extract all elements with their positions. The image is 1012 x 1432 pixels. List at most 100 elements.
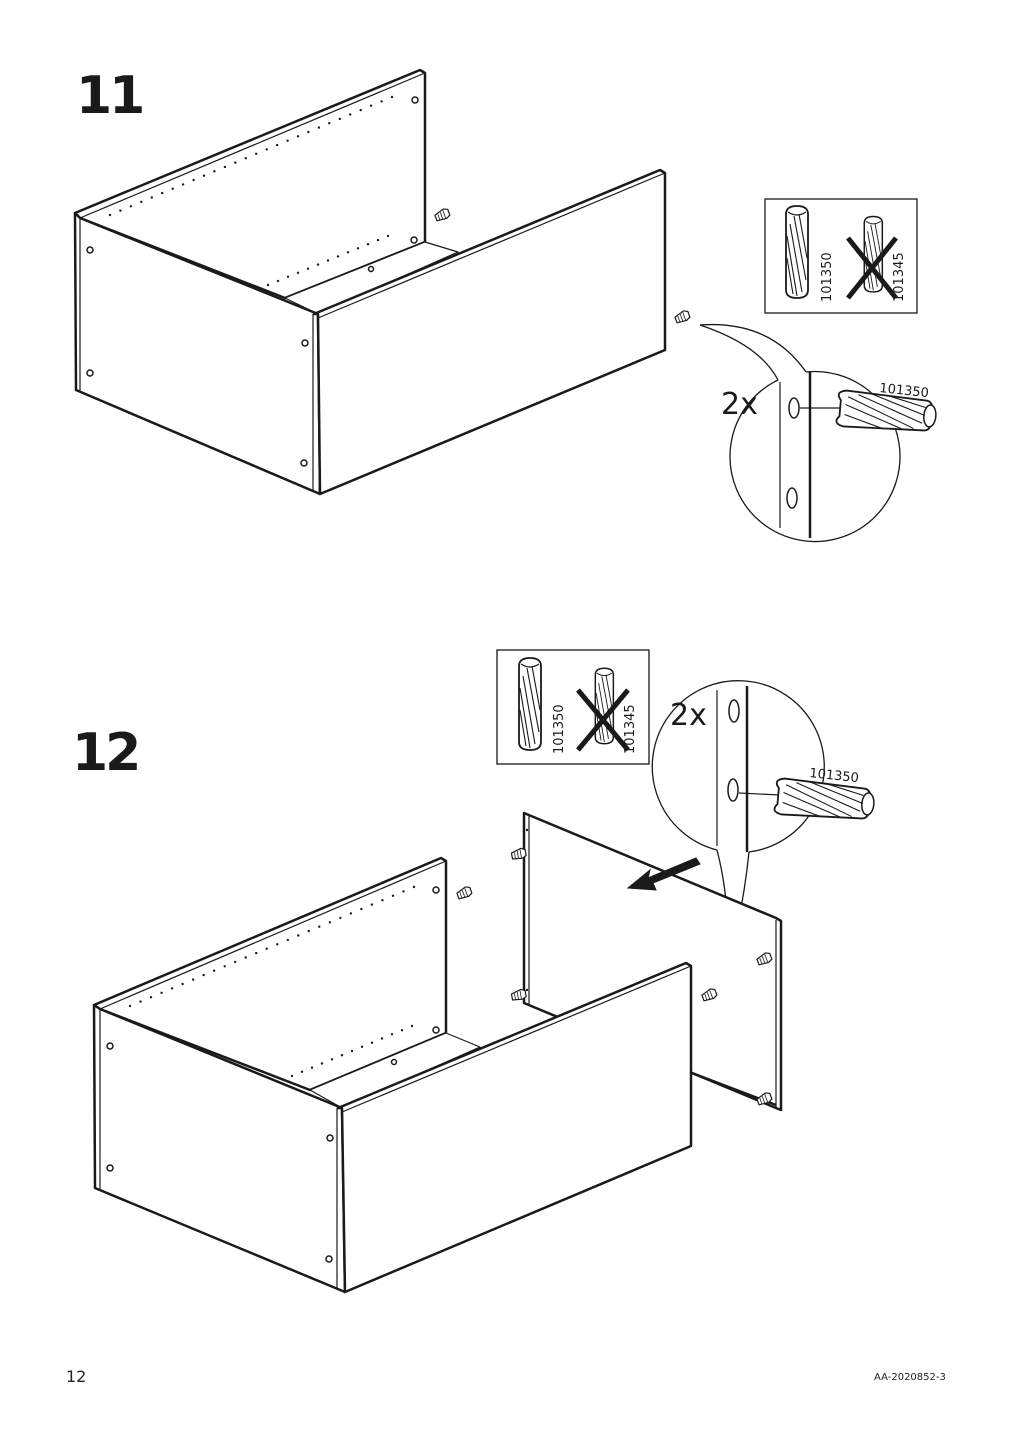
step-11-correct-part-label: 101350 (820, 252, 835, 302)
shelf-pin-hole (108, 213, 112, 217)
shelf-pin-hole (290, 1074, 294, 1078)
step-11-detail-part: 101350 (879, 381, 930, 401)
shelf-pin-hole (326, 259, 330, 262)
step-11-cabinet (73, 68, 667, 496)
shelf-pin-hole (300, 1070, 304, 1074)
shelf-pin-hole (330, 1058, 334, 1061)
shelf-pin-hole (266, 283, 270, 287)
step-12-cam-holes (106, 886, 440, 1263)
shelf-pin-hole (139, 1000, 142, 1003)
shelf-pin-hole (356, 247, 360, 250)
shelf-pin-hole (328, 921, 332, 924)
shelf-pin-hole (181, 183, 185, 186)
step-12-dowel-back (455, 884, 474, 901)
shelf-pin-hole (150, 196, 153, 199)
shelf-pin-hole (359, 108, 362, 112)
shelf-pin-hole (376, 238, 380, 242)
shelf-pin-hole (400, 1029, 404, 1032)
shelf-pin-hole (310, 1066, 314, 1069)
shelf-pin-hole (338, 117, 341, 121)
shelf-pin-hole (366, 243, 370, 246)
step-12-detail-dowel (773, 777, 877, 824)
shelf-pin-hole (360, 907, 363, 911)
shelf-pin-hole (223, 165, 227, 169)
shelf-pin-hole (265, 947, 268, 950)
shelf-pin-hole (286, 139, 289, 142)
step-11-wrong-part-label: 101345 (892, 252, 907, 302)
shelf-pin-hole (191, 978, 195, 981)
shelf-pin-hole (307, 130, 310, 134)
shelf-pin-hole (316, 263, 320, 266)
shelf-pin-hole (525, 988, 529, 992)
shelf-pin-hole (296, 271, 300, 274)
step-12-hole-row-top (128, 885, 416, 1008)
shelf-pin-hole (255, 951, 258, 955)
shelf-pin-hole (213, 170, 216, 173)
shelf-pin-hole (275, 143, 279, 147)
step-12-cabinet (92, 856, 693, 1294)
shelf-pin-hole (296, 135, 300, 138)
shelf-pin-hole (276, 279, 280, 283)
shelf-pin-hole (244, 956, 247, 959)
step-11-number: 11 (76, 66, 145, 126)
shelf-pin-hole (286, 938, 289, 942)
shelf-pin-hole (181, 982, 184, 986)
shelf-pin-hole (170, 987, 174, 990)
shelf-pin-hole (349, 113, 352, 116)
shelf-pin-hole (234, 161, 237, 164)
shelf-pin-hole (402, 890, 405, 893)
step-11-detail-callout (699, 323, 901, 543)
page-number: 12 (66, 1367, 87, 1386)
shelf-pin-hole (223, 965, 226, 968)
step-12-direction-arrow (626, 857, 701, 891)
step-12-detail-part: 101350 (809, 766, 860, 786)
shelf-pin-hole (129, 205, 133, 208)
step-11-hole-row-top (108, 95, 394, 217)
shelf-pin-hole (171, 187, 174, 190)
shelf-pin-hole (317, 126, 321, 129)
step-12-panel-holes (525, 828, 529, 992)
shelf-pin-hole (381, 899, 384, 902)
shelf-pin-hole (339, 916, 342, 920)
step-11-cam-holes (86, 96, 419, 467)
step-11-hole-row-bottom (266, 234, 390, 287)
shelf-pin-hole (160, 991, 163, 994)
step-12-dowel-box: 101350 101345 (496, 649, 650, 765)
shelf-pin-hole (244, 157, 247, 160)
step-12-correct-part-label: 101350 (552, 704, 567, 754)
shelf-pin-hole (265, 148, 268, 151)
shelf-pin-hole (525, 828, 529, 832)
shelf-pin-hole (391, 894, 395, 897)
step-12-wrong-part-label: 101345 (623, 704, 638, 754)
shelf-pin-hole (370, 903, 374, 906)
shelf-pin-hole (369, 104, 373, 107)
shelf-pin-hole (349, 912, 353, 915)
shelf-pin-hole (318, 925, 321, 928)
step-11-quantity: 2x (721, 387, 758, 422)
shelf-pin-hole (128, 1004, 132, 1008)
step-12-number: 12 (72, 723, 141, 783)
shelf-pin-hole (149, 996, 153, 999)
step-12-quantity: 2x (670, 698, 707, 733)
shelf-pin-hole (297, 934, 300, 937)
step-11-dowel-back (433, 206, 452, 223)
shelf-pin-hole (255, 152, 258, 155)
shelf-pin-hole (320, 1062, 324, 1065)
shelf-pin-hole (340, 1054, 344, 1057)
shelf-pin-hole (234, 960, 237, 964)
shelf-pin-hole (336, 255, 340, 258)
shelf-pin-hole (390, 1033, 394, 1036)
shelf-pin-hole (161, 191, 164, 195)
shelf-pin-hole (140, 200, 143, 204)
shelf-pin-hole (202, 174, 206, 177)
shelf-pin-hole (119, 209, 122, 212)
shelf-pin-hole (350, 1049, 354, 1053)
shelf-pin-hole (202, 973, 205, 977)
shelf-pin-hole (380, 1037, 384, 1040)
document-code: AA-2020852-3 (874, 1372, 946, 1383)
shelf-pin-hole (386, 234, 390, 238)
shelf-pin-hole (370, 1041, 374, 1044)
shelf-pin-hole (192, 178, 195, 182)
shelf-pin-hole (306, 267, 310, 270)
